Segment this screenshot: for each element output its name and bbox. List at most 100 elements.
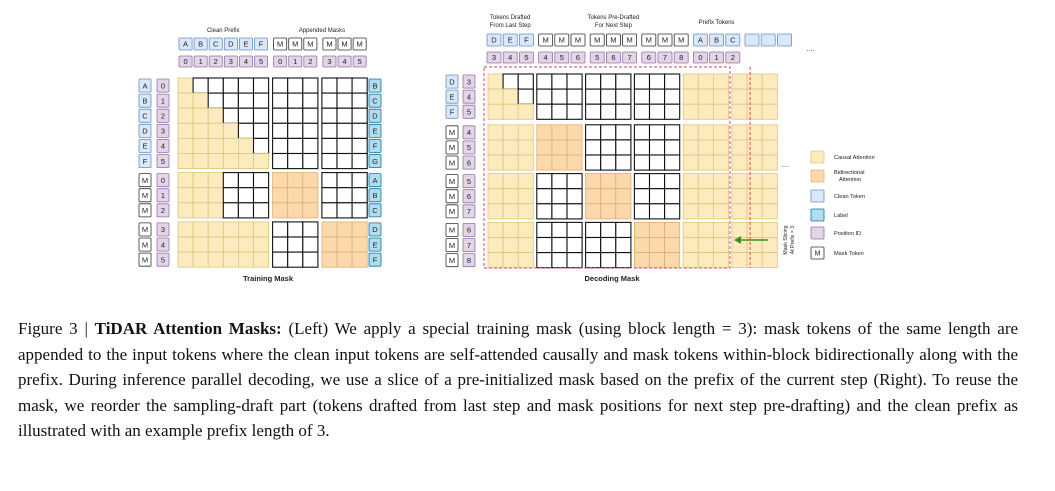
train-mask-cell [222,92,239,109]
train-row-token-text: A [142,81,147,90]
decode-mask-cell [502,73,519,90]
decode-mask-cell [697,221,714,238]
train-row-token [138,78,152,93]
decode-mask-cell [566,236,583,254]
decode-row-token [445,174,459,189]
train-mask-cell [321,107,338,124]
train-row-label [368,188,382,203]
decode-mask-cell [487,173,504,190]
train-mask-cell [321,152,338,170]
train-mask-cell [272,236,289,253]
train-row-token-text: M [142,255,148,264]
decode-top-position [486,51,502,64]
train-mask-cell [207,122,224,139]
train-mask-cell [237,137,254,154]
decode-mask-cell [713,88,729,105]
legend-label-bidirectional-line2: Attention [839,177,861,183]
decode-mask-cell [713,173,729,190]
decode-mask-cell [600,252,617,269]
decode-row-position-text: 4 [467,92,471,101]
train-mask-cell [287,187,304,204]
decode-row-token-text: F [450,107,455,116]
train-top-position [254,55,269,68]
train-row-position-text: 1 [161,96,165,105]
decode-row-token [445,89,459,104]
decode-top-token-text: D [491,36,497,45]
decode-mask-cell [536,221,553,239]
decode-top-position [641,51,657,64]
decode-row-position [462,89,476,104]
decode-mask-cell [713,154,729,171]
legend-swatch-clean [810,189,825,203]
decode-top-position-text: 6 [611,53,615,62]
decode-mask-cell [761,124,778,141]
decode-mask-cell [551,252,568,269]
train-top-token-text: C [213,40,219,49]
train-top-position [193,55,208,68]
train-mask-cell [302,122,319,139]
decode-mask-cell [713,221,729,238]
decode-mask-cell [664,73,681,90]
train-mask-cell [222,202,239,219]
train-row-position-text: 5 [161,157,165,166]
train-row-position-text: 4 [161,142,165,151]
train-mask-cell [222,221,239,238]
train-mask-cell [177,107,194,124]
decode-mask-cell [697,203,714,220]
decode-mask-cell [585,103,602,120]
decode-row-position-text: 6 [467,158,471,167]
decode-mask-cell [615,154,632,171]
train-top-position [352,55,367,68]
decode-mask-cell [551,188,568,205]
decode-top-token [725,33,741,47]
decode-row-position [462,155,476,170]
decode-mask-cell [566,173,583,190]
decode-mask-cell [664,221,681,238]
decode-mask-cell [536,154,553,171]
decode-mask-cell [536,252,553,269]
train-mask-cell [336,236,353,253]
decode-top-token-text: A [698,36,703,45]
train-mask-cell [207,236,224,253]
decode-row-position [462,74,476,89]
decode-mask-cell [682,237,699,254]
decode-mask-cell [713,124,729,141]
decode-mask-cell [502,203,519,220]
train-row-position-text: 2 [161,206,165,215]
decode-mask-cell [487,252,504,269]
train-top-position-text: 4 [342,57,346,66]
figure-caption: Figure 3 | TiDAR Attention Masks: (Left)… [18,316,1018,444]
legend-label-bidirectional: Bidirectional [834,170,864,176]
train-mask-cell [237,107,255,124]
decode-mask-cell [664,103,681,120]
decode-row-position [462,238,476,253]
decode-mask-cell [731,124,748,141]
decode-mask-cell [487,188,504,205]
decode-mask-cell [761,173,778,190]
train-mask-cell [207,221,224,238]
decode-row-token [445,74,459,89]
train-mask-cell [287,172,304,189]
train-mask-cell [253,153,270,170]
train-top-token-text: M [341,40,347,49]
train-mask-cell [336,122,353,139]
train-row-label [368,252,382,267]
decode-top-empty-token [777,33,792,47]
decode-mask-cell [551,88,568,105]
decode-mask-cell [566,139,583,156]
train-mask-cell [272,202,289,219]
decode-mask-cell [600,221,617,239]
decode-top-position-text: 6 [576,53,580,62]
train-mask-cell [302,137,319,155]
decode-top-position [570,51,586,64]
train-mask-cell [207,107,224,124]
decode-top-position-text: 1 [715,53,719,62]
train-top-position-text: 4 [244,57,248,66]
decode-mask-cell [746,203,763,220]
legend-swatch-mask [810,246,825,260]
decode-mask-cell [615,252,632,269]
decode-slice-border [483,66,731,269]
train-row-label [368,108,382,123]
legend-swatch-causal [810,150,825,164]
training-mask-title: Training Mask [243,274,294,283]
